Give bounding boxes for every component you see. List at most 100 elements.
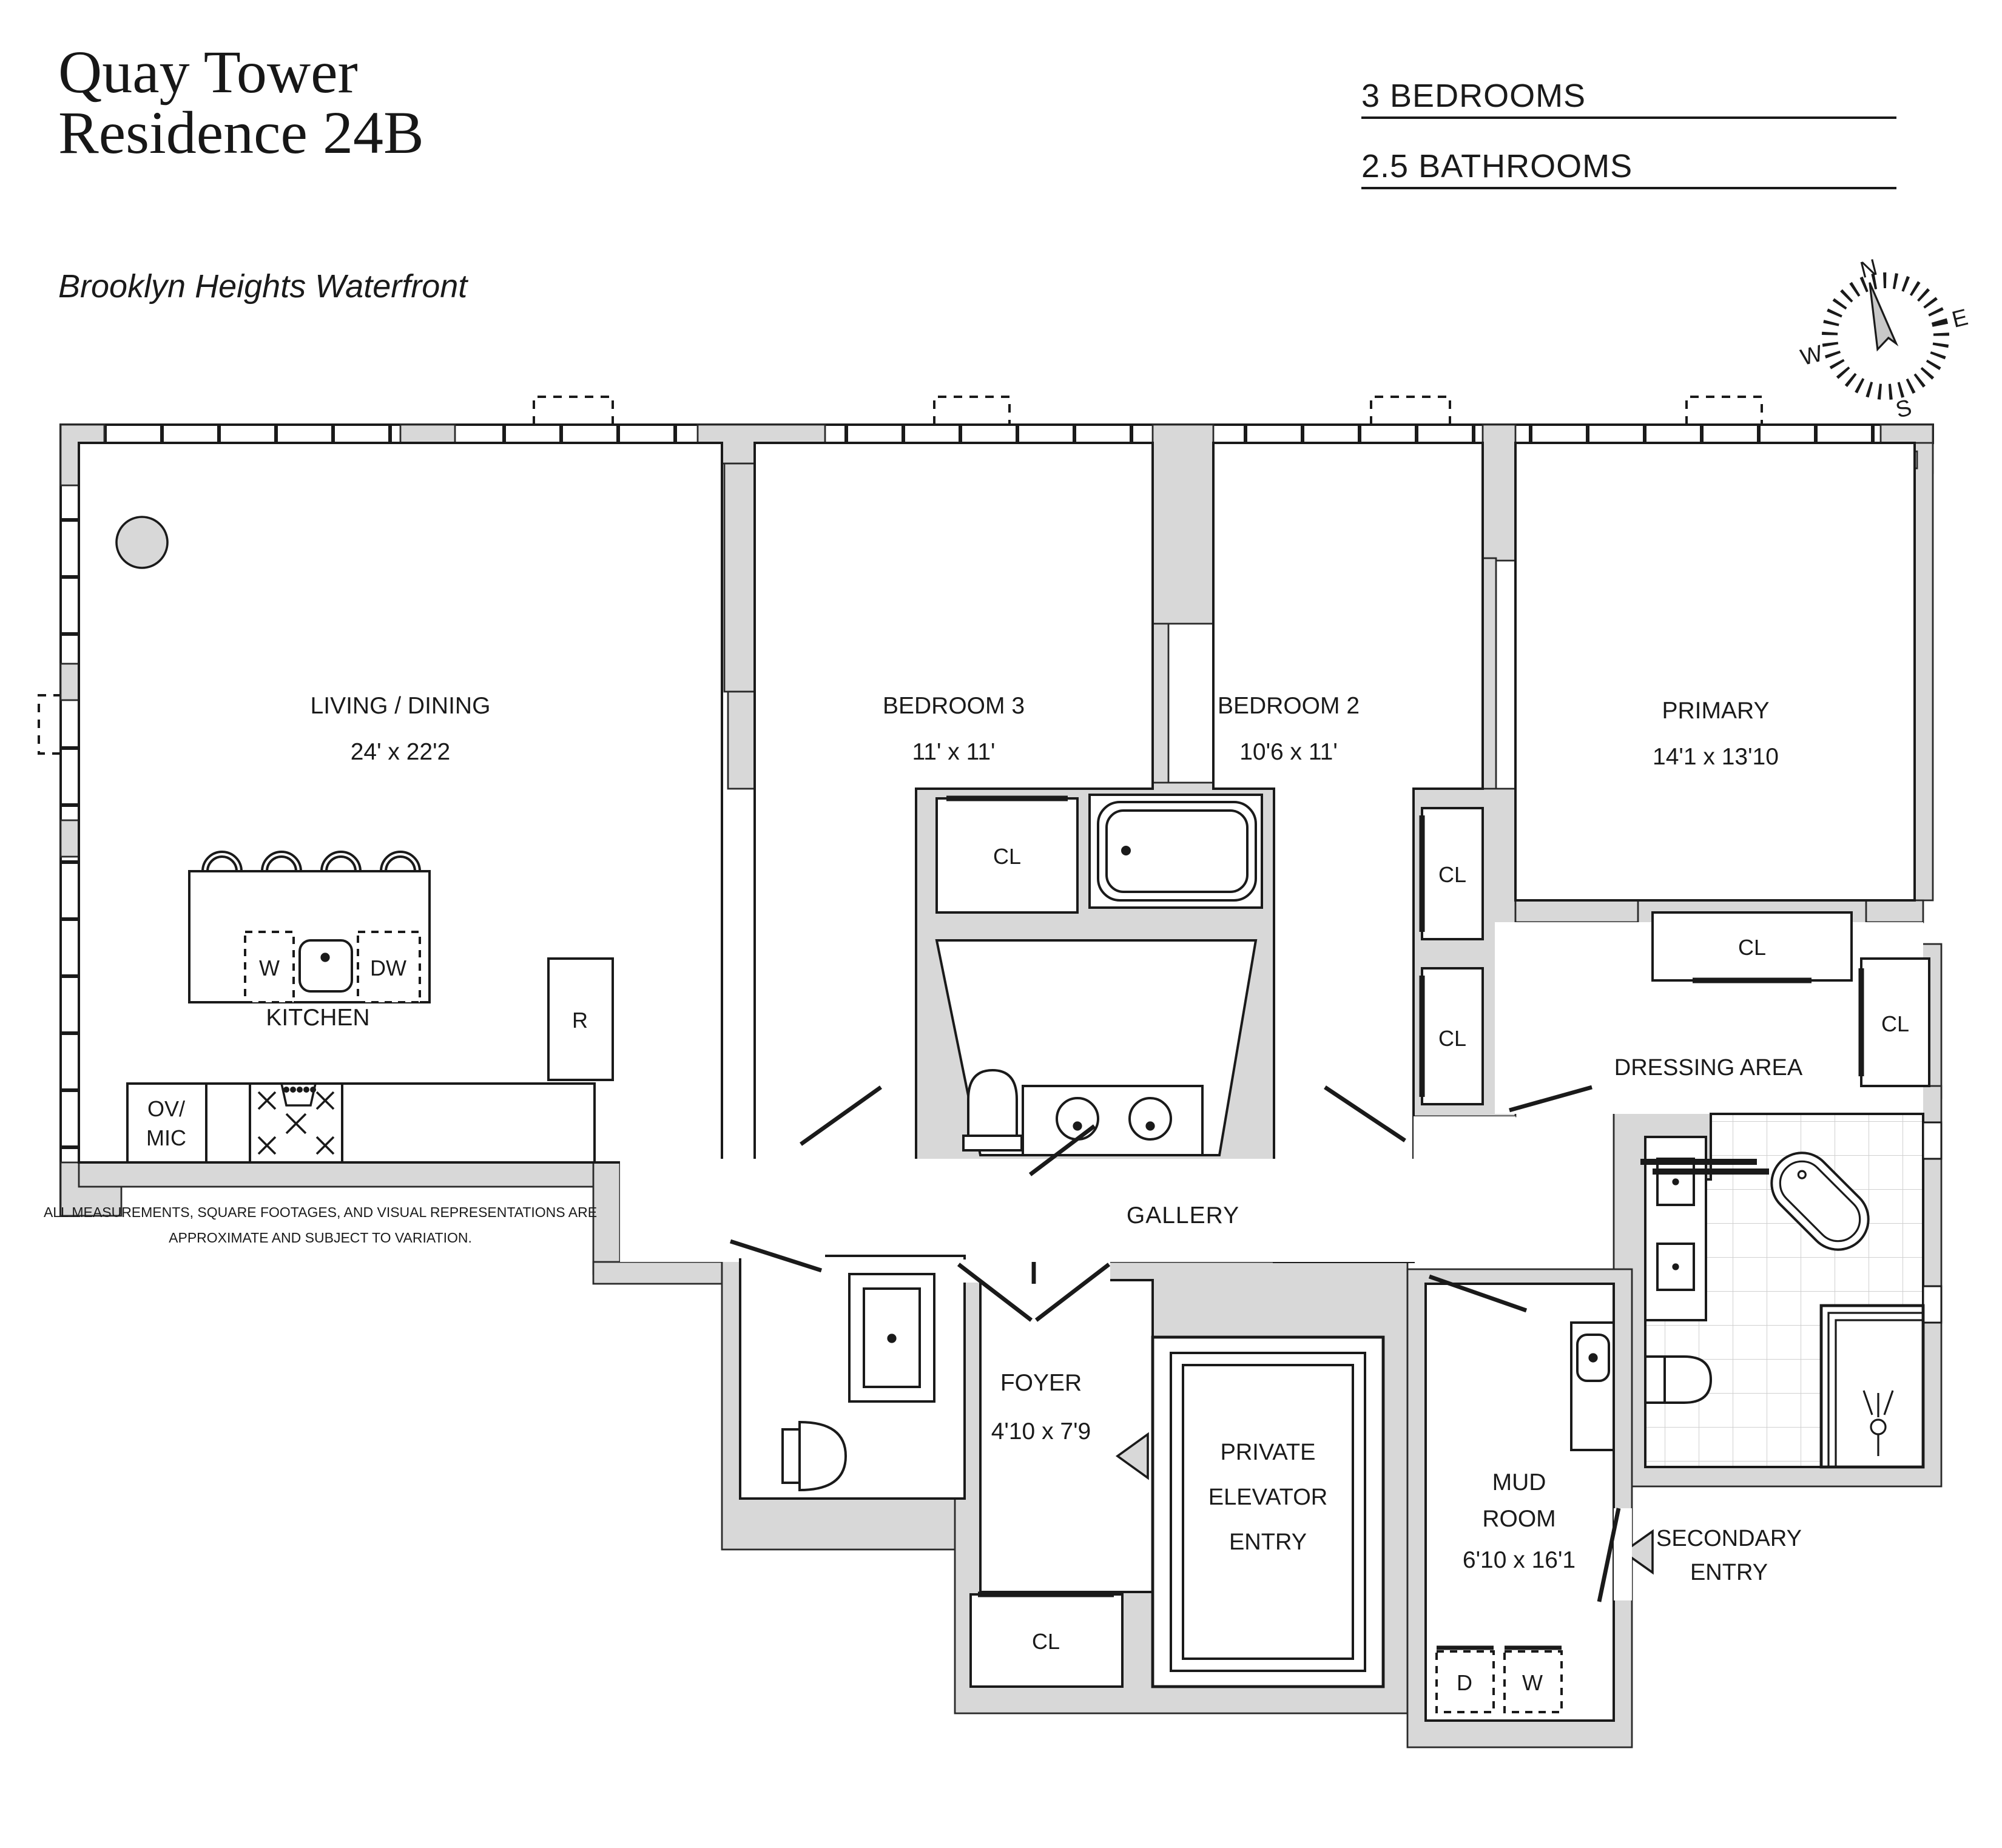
closet-b2-upper (1421, 807, 1484, 940)
compass-w: W (1798, 341, 1825, 371)
bedrooms-label: 3 BEDROOMS (1361, 78, 1586, 114)
bath-toilet-bowl (967, 1068, 1018, 1137)
mudroom-dims: 6'10 x 16'1 (1463, 1547, 1576, 1573)
primary-door (1509, 1085, 1592, 1113)
primary-dims: 14'1 x 13'10 (1653, 744, 1779, 770)
kitchen-fixtures (115, 516, 614, 1164)
elevator-label-2: ELEVATOR (1208, 1485, 1327, 1510)
bedroom2-dims: 10'6 x 11' (1239, 739, 1338, 765)
entry-arrow (1115, 1432, 1149, 1480)
shared-bath-door (1028, 1124, 1096, 1176)
bedroom3-door (800, 1085, 882, 1146)
header: Quay Tower Residence 24B Brooklyn Height… (58, 38, 1896, 305)
oven-mic-label-2: MIC (146, 1125, 186, 1150)
bathrooms-label: 2.5 BATHROOMS (1361, 148, 1633, 184)
island-stools (201, 851, 421, 872)
refrigerator-label: R (572, 1008, 588, 1033)
secondary-entry-label-2: ENTRY (1690, 1560, 1768, 1585)
washer-label: W (259, 956, 280, 980)
washer2-label: W (1522, 1670, 1543, 1695)
compass-needle (1869, 282, 1899, 352)
door-leaves (729, 1085, 1621, 1602)
dryer-label: D (1457, 1670, 1472, 1695)
bedroom2-door (1324, 1085, 1406, 1142)
bath-slider-bar2 (1653, 1168, 1769, 1175)
elevator-label-1: PRIVATE (1221, 1440, 1316, 1465)
closet-label-5: CL (1881, 1011, 1909, 1036)
closet-connector (1414, 1116, 1515, 1262)
page-title-line2: Residence 24B (58, 99, 424, 166)
dishwasher-label: DW (370, 956, 406, 980)
powder-room (733, 1240, 966, 1500)
page-subtitle: Brooklyn Heights Waterfront (58, 268, 468, 305)
refrigerator-box (547, 957, 614, 1081)
mudroom-label-1: MUD (1492, 1469, 1546, 1496)
powder-toilet-bowl (798, 1420, 848, 1492)
bath-toilet-tank (962, 1135, 1023, 1152)
disclaimer-line2: APPROXIMATE AND SUBJECT TO VARIATION. (169, 1230, 472, 1246)
living-dims: 24' x 22'2 (351, 739, 451, 765)
closet-label-1: CL (993, 844, 1021, 869)
primary-closets (1651, 911, 1930, 1087)
primary-closet (1651, 911, 1853, 982)
bath-vanity (1022, 1085, 1204, 1156)
closet-b2-lower (1421, 967, 1484, 1105)
foyer-closet (969, 1593, 1124, 1688)
bedroom3-label: BEDROOM 3 (883, 693, 1025, 719)
oven-mic-box (126, 1082, 207, 1164)
shower (1819, 1304, 1925, 1469)
range-burners (257, 1083, 335, 1155)
living-label: LIVING / DINING (311, 693, 491, 719)
gallery-label: GALLERY (1127, 1202, 1239, 1229)
dressing-label: DRESSING AREA (1614, 1055, 1803, 1081)
closet-label-3: CL (1438, 1026, 1466, 1051)
washer-box (1503, 1650, 1563, 1713)
dashed-markers (38, 396, 1763, 755)
oven-mic-label-1: OV/ (147, 1096, 185, 1121)
bath-closet (935, 797, 1079, 914)
foyer-floor (979, 1279, 1154, 1593)
primary-label: PRIMARY (1662, 698, 1770, 724)
closet-label-4: CL (1738, 935, 1766, 960)
foyer-dims: 4'10 x 7'9 (991, 1418, 1091, 1445)
island-dishwasher (357, 931, 421, 1003)
shower-head-icon (1862, 1390, 1894, 1456)
page-title-line1: Quay Tower (58, 38, 358, 106)
compass-s: S (1893, 395, 1915, 423)
secondary-entry-arrow (1621, 1529, 1654, 1575)
mudroom-zone (1424, 1283, 1654, 1722)
disclaimer: ALL MEASUREMENTS, SQUARE FOOTAGES, AND V… (44, 1204, 597, 1246)
living-dining-room (78, 442, 723, 1164)
powder-toilet-tank (781, 1428, 801, 1484)
disclaimer-line1: ALL MEASUREMENTS, SQUARE FOOTAGES, AND V… (44, 1204, 597, 1220)
primary-toilet-bowl (1663, 1355, 1713, 1404)
bedroom3-dims: 11' x 11' (912, 739, 995, 765)
room-floors (78, 442, 1923, 1263)
mudroom-door (1428, 1274, 1528, 1313)
primary-toilet-tank (1644, 1355, 1666, 1404)
bath-slider-bar1 (1640, 1159, 1757, 1165)
closet-label-6: CL (1032, 1629, 1060, 1654)
island-washer (244, 931, 295, 1003)
primary-closet-right (1860, 957, 1930, 1087)
powder-door (729, 1239, 823, 1273)
foyer-zone (957, 1260, 1385, 1688)
structural-column (115, 516, 169, 569)
foyer-double-doors (957, 1262, 1111, 1322)
primary-bath (1640, 1113, 1943, 1469)
compass-e: E (1949, 305, 1970, 333)
kitchen-label: KITCHEN (266, 1005, 369, 1031)
compass-icon: N E S W (1798, 255, 1970, 423)
elevator-label-3: ENTRY (1229, 1529, 1307, 1555)
bedroom2-label: BEDROOM 2 (1218, 693, 1360, 719)
foyer-label: FOYER (1000, 1370, 1082, 1396)
secondary-entry-door (1597, 1508, 1621, 1602)
bath-window-notch2 (1922, 1285, 1943, 1324)
bath-window-notch1 (1922, 1121, 1943, 1160)
shared-bath (935, 794, 1263, 1156)
mudroom-label-2: ROOM (1482, 1506, 1555, 1532)
secondary-entry-label-1: SECONDARY (1656, 1526, 1802, 1551)
closet-label-2: CL (1438, 862, 1466, 887)
primary-room (1514, 442, 1916, 902)
